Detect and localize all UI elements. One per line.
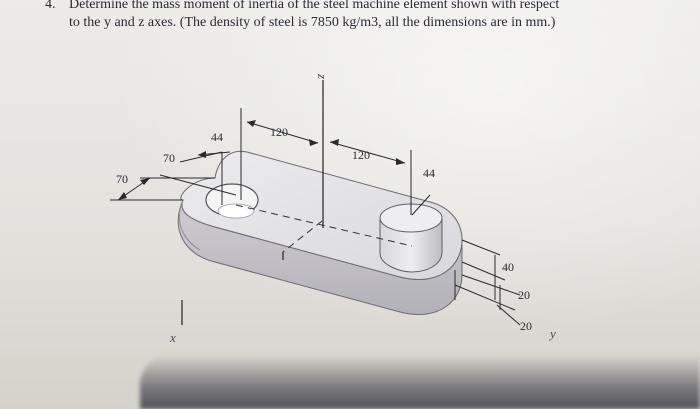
hole-bottom <box>217 203 255 219</box>
dim-40: 40 <box>502 260 514 274</box>
centerlines <box>235 204 413 253</box>
y-axis-label: y <box>548 326 556 341</box>
dim-120-left: 120 <box>270 125 288 139</box>
dim-44-left: 44 <box>211 130 223 144</box>
dimension-lines <box>110 108 521 326</box>
problem-number: 4. <box>45 0 56 12</box>
dimension-labels: 44 120 70 120 70 44 40 20 20 <box>116 125 532 333</box>
dim-20-upper: 20 <box>518 288 530 302</box>
problem-line-1-text: Determine the mass moment of inertia of … <box>69 0 560 12</box>
photo-shadow <box>140 355 700 409</box>
x-axis <box>181 252 284 325</box>
problem-statement: 4. Determine the mass moment of inertia o… <box>45 0 645 32</box>
dim-44-right: 44 <box>423 166 435 180</box>
problem-line-2: to the y and z axes. (The density of ste… <box>69 15 556 30</box>
dim-120-right: 120 <box>352 148 370 162</box>
dim-70-upper: 70 <box>163 151 175 165</box>
problem-line-1: 4. Determine the mass moment of inertia o… <box>45 0 645 14</box>
dim-70-lower: 70 <box>116 172 128 186</box>
dim-20-lower: 20 <box>520 319 532 333</box>
cylinder-boss <box>379 203 443 273</box>
x-axis-label: x <box>169 330 176 345</box>
z-axis-label: z <box>315 73 330 79</box>
arrowheads <box>118 120 405 200</box>
